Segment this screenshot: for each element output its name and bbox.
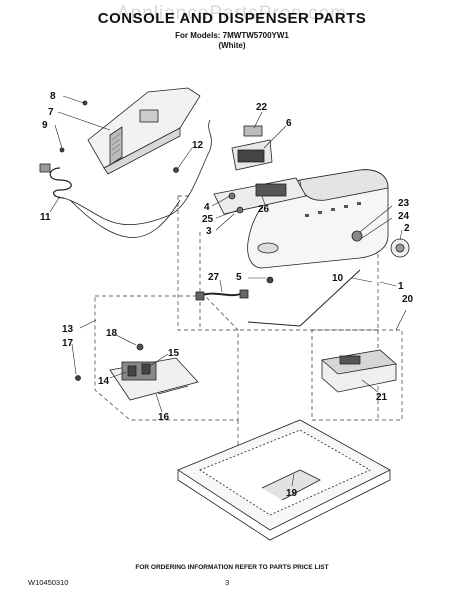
- watermark: AppliancePartsPros.com: [116, 3, 348, 24]
- callout-25: 25: [202, 214, 214, 225]
- models-line: For Models: 7MWTW5700YW1: [175, 31, 289, 40]
- callout-26: 26: [258, 204, 270, 215]
- callout-8: 8: [50, 91, 56, 102]
- callout-7: 7: [48, 107, 54, 118]
- callout-11: 11: [40, 212, 51, 223]
- callout-17: 17: [62, 338, 74, 349]
- callout-21: 21: [376, 392, 388, 403]
- document-number: W10450310: [28, 578, 69, 587]
- callout-3: 3: [206, 226, 212, 237]
- variant-label: (White): [218, 41, 246, 50]
- callout-20: 20: [402, 294, 414, 305]
- callout-15: 15: [168, 348, 180, 359]
- callout-9: 9: [42, 120, 48, 131]
- callout-10: 10: [332, 273, 344, 284]
- dispenser-drawer: [321, 349, 397, 393]
- model-info: For Models: 7MWTW5700YW1 (White): [0, 31, 464, 51]
- callout-22: 22: [256, 102, 268, 113]
- callout-12: 12: [192, 140, 204, 151]
- callout-6: 6: [286, 118, 292, 129]
- power-cord: [39, 119, 212, 238]
- cabinet-top: [177, 419, 391, 541]
- page-number: 3: [225, 578, 230, 587]
- callout-23: 23: [398, 198, 410, 209]
- callout-19: 19: [286, 488, 298, 499]
- page-title: CONSOLE AND DISPENSER PARTS: [97, 10, 367, 27]
- wire-harness: [195, 269, 361, 327]
- callout-18: 18: [106, 328, 118, 339]
- ordering-note: FOR ORDERING INFORMATION REFER TO PARTS …: [135, 564, 329, 571]
- callout-24: 24: [398, 211, 410, 222]
- callout-13: 13: [62, 324, 74, 335]
- callout-27: 27: [208, 272, 220, 283]
- callout-14: 14: [98, 376, 110, 387]
- console-control-board: [231, 125, 273, 171]
- knob-assembly: [228, 192, 410, 258]
- callout-16: 16: [158, 412, 170, 423]
- rear-console-panel: [59, 87, 201, 175]
- callout-labels: 8 7 9 11 12 22 6 4 25 3 26 23 24 2 5 10 …: [40, 91, 414, 499]
- callout-2: 2: [404, 223, 410, 234]
- display-bezel: [213, 177, 307, 215]
- callout-5: 5: [236, 272, 242, 283]
- callout-1: 1: [398, 281, 404, 292]
- callout-4: 4: [204, 202, 210, 213]
- lower-board-assembly: [75, 343, 199, 401]
- leader-lines: [49, 95, 407, 487]
